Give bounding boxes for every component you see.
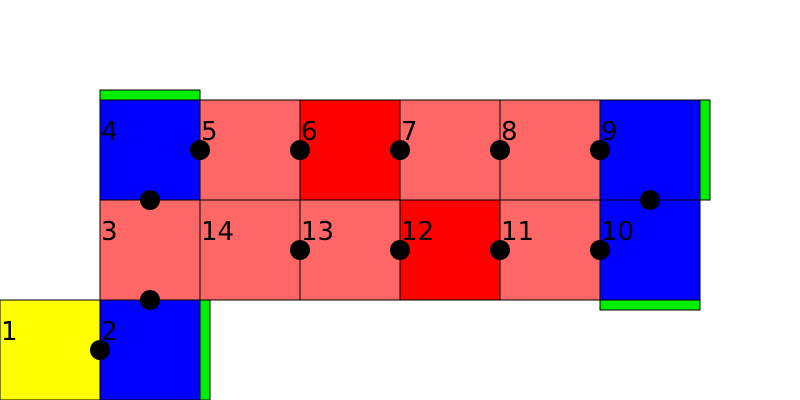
cell-label-12: 12 xyxy=(401,217,434,247)
cell-label-14: 14 xyxy=(201,217,234,247)
cell-6 xyxy=(299,99,401,201)
cell-13 xyxy=(299,199,401,301)
dot-6-7 xyxy=(390,140,410,160)
dot-4-5 xyxy=(190,140,210,160)
cell-11 xyxy=(499,199,601,301)
green-bar-cell-4 xyxy=(99,89,201,101)
green-bar-cell-2 xyxy=(199,299,211,400)
cell-label-3: 3 xyxy=(101,217,118,247)
cell-8 xyxy=(499,99,601,201)
dot-13-14 xyxy=(290,240,310,260)
cell-label-8: 8 xyxy=(501,117,518,147)
dot-7-8 xyxy=(490,140,510,160)
cell-label-10: 10 xyxy=(601,217,634,247)
cell-label-5: 5 xyxy=(201,117,218,147)
cell-label-1: 1 xyxy=(1,317,18,347)
cell-7 xyxy=(399,99,501,201)
dot-12-13 xyxy=(390,240,410,260)
cell-4 xyxy=(99,99,201,201)
cell-14 xyxy=(199,199,301,301)
cell-label-13: 13 xyxy=(301,217,334,247)
cell-label-9: 9 xyxy=(601,117,618,147)
dot-2-3 xyxy=(140,290,160,310)
cell-labels: 1 2 3 4 5 6 7 8 9 10 11 12 13 14 xyxy=(1,117,634,347)
cell-label-2: 2 xyxy=(101,317,118,347)
cell-label-6: 6 xyxy=(301,117,318,147)
cell-label-4: 4 xyxy=(101,117,118,147)
cell-12 xyxy=(399,199,501,301)
cell-5 xyxy=(199,99,301,201)
dot-10-11 xyxy=(590,240,610,260)
dot-8-9 xyxy=(590,140,610,160)
cell-3 xyxy=(99,199,201,301)
dot-1-2 xyxy=(90,340,110,360)
dot-3-4 xyxy=(140,190,160,210)
green-bars xyxy=(99,89,711,400)
cell-10 xyxy=(599,199,701,301)
dot-9-10 xyxy=(640,190,660,210)
cell-label-11: 11 xyxy=(501,217,534,247)
dot-5-6 xyxy=(290,140,310,160)
dot-11-12 xyxy=(490,240,510,260)
green-bar-cell-10 xyxy=(599,299,701,311)
cell-label-7: 7 xyxy=(401,117,418,147)
path-dots xyxy=(90,140,660,360)
cell-2 xyxy=(99,299,201,400)
green-bar-cell-9 xyxy=(699,99,711,201)
cell-9 xyxy=(599,99,701,201)
board-cells xyxy=(0,99,701,400)
cell-1 xyxy=(0,299,101,400)
